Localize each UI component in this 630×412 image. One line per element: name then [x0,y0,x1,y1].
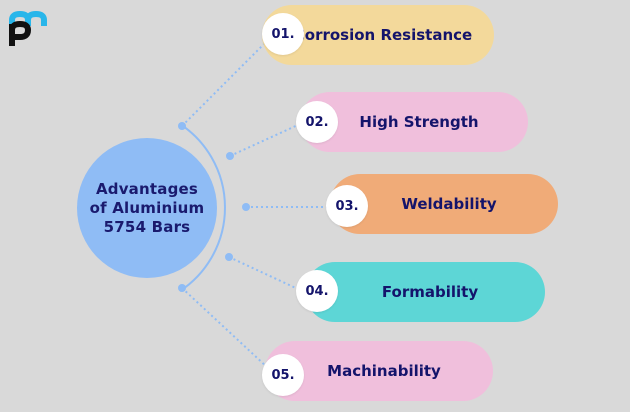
advantage-item-3: Weldability [330,174,558,234]
center-topic-circle: Advantages of Aluminium 5754 Bars [77,138,217,278]
advantage-number-badge: 02. [296,101,338,143]
advantage-item-4: Formability [305,262,545,322]
advantage-label: Weldability [401,195,497,213]
advantage-item-2: High Strength [300,92,528,152]
center-title: Advantages of Aluminium 5754 Bars [89,179,205,236]
advantage-item-5: Machinability [265,341,493,401]
advantage-label: Machinability [327,362,441,380]
advantage-number-badge: 05. [262,354,304,396]
advantage-label: Formability [381,283,479,301]
advantage-label: High Strength [359,113,479,131]
advantage-number-badge: 03. [326,185,368,227]
brand-logo-icon [9,10,47,46]
advantage-number-badge: 01. [262,13,304,55]
advantage-number-badge: 04. [296,270,338,312]
advantage-label: Corrosion Resistance [293,26,473,44]
